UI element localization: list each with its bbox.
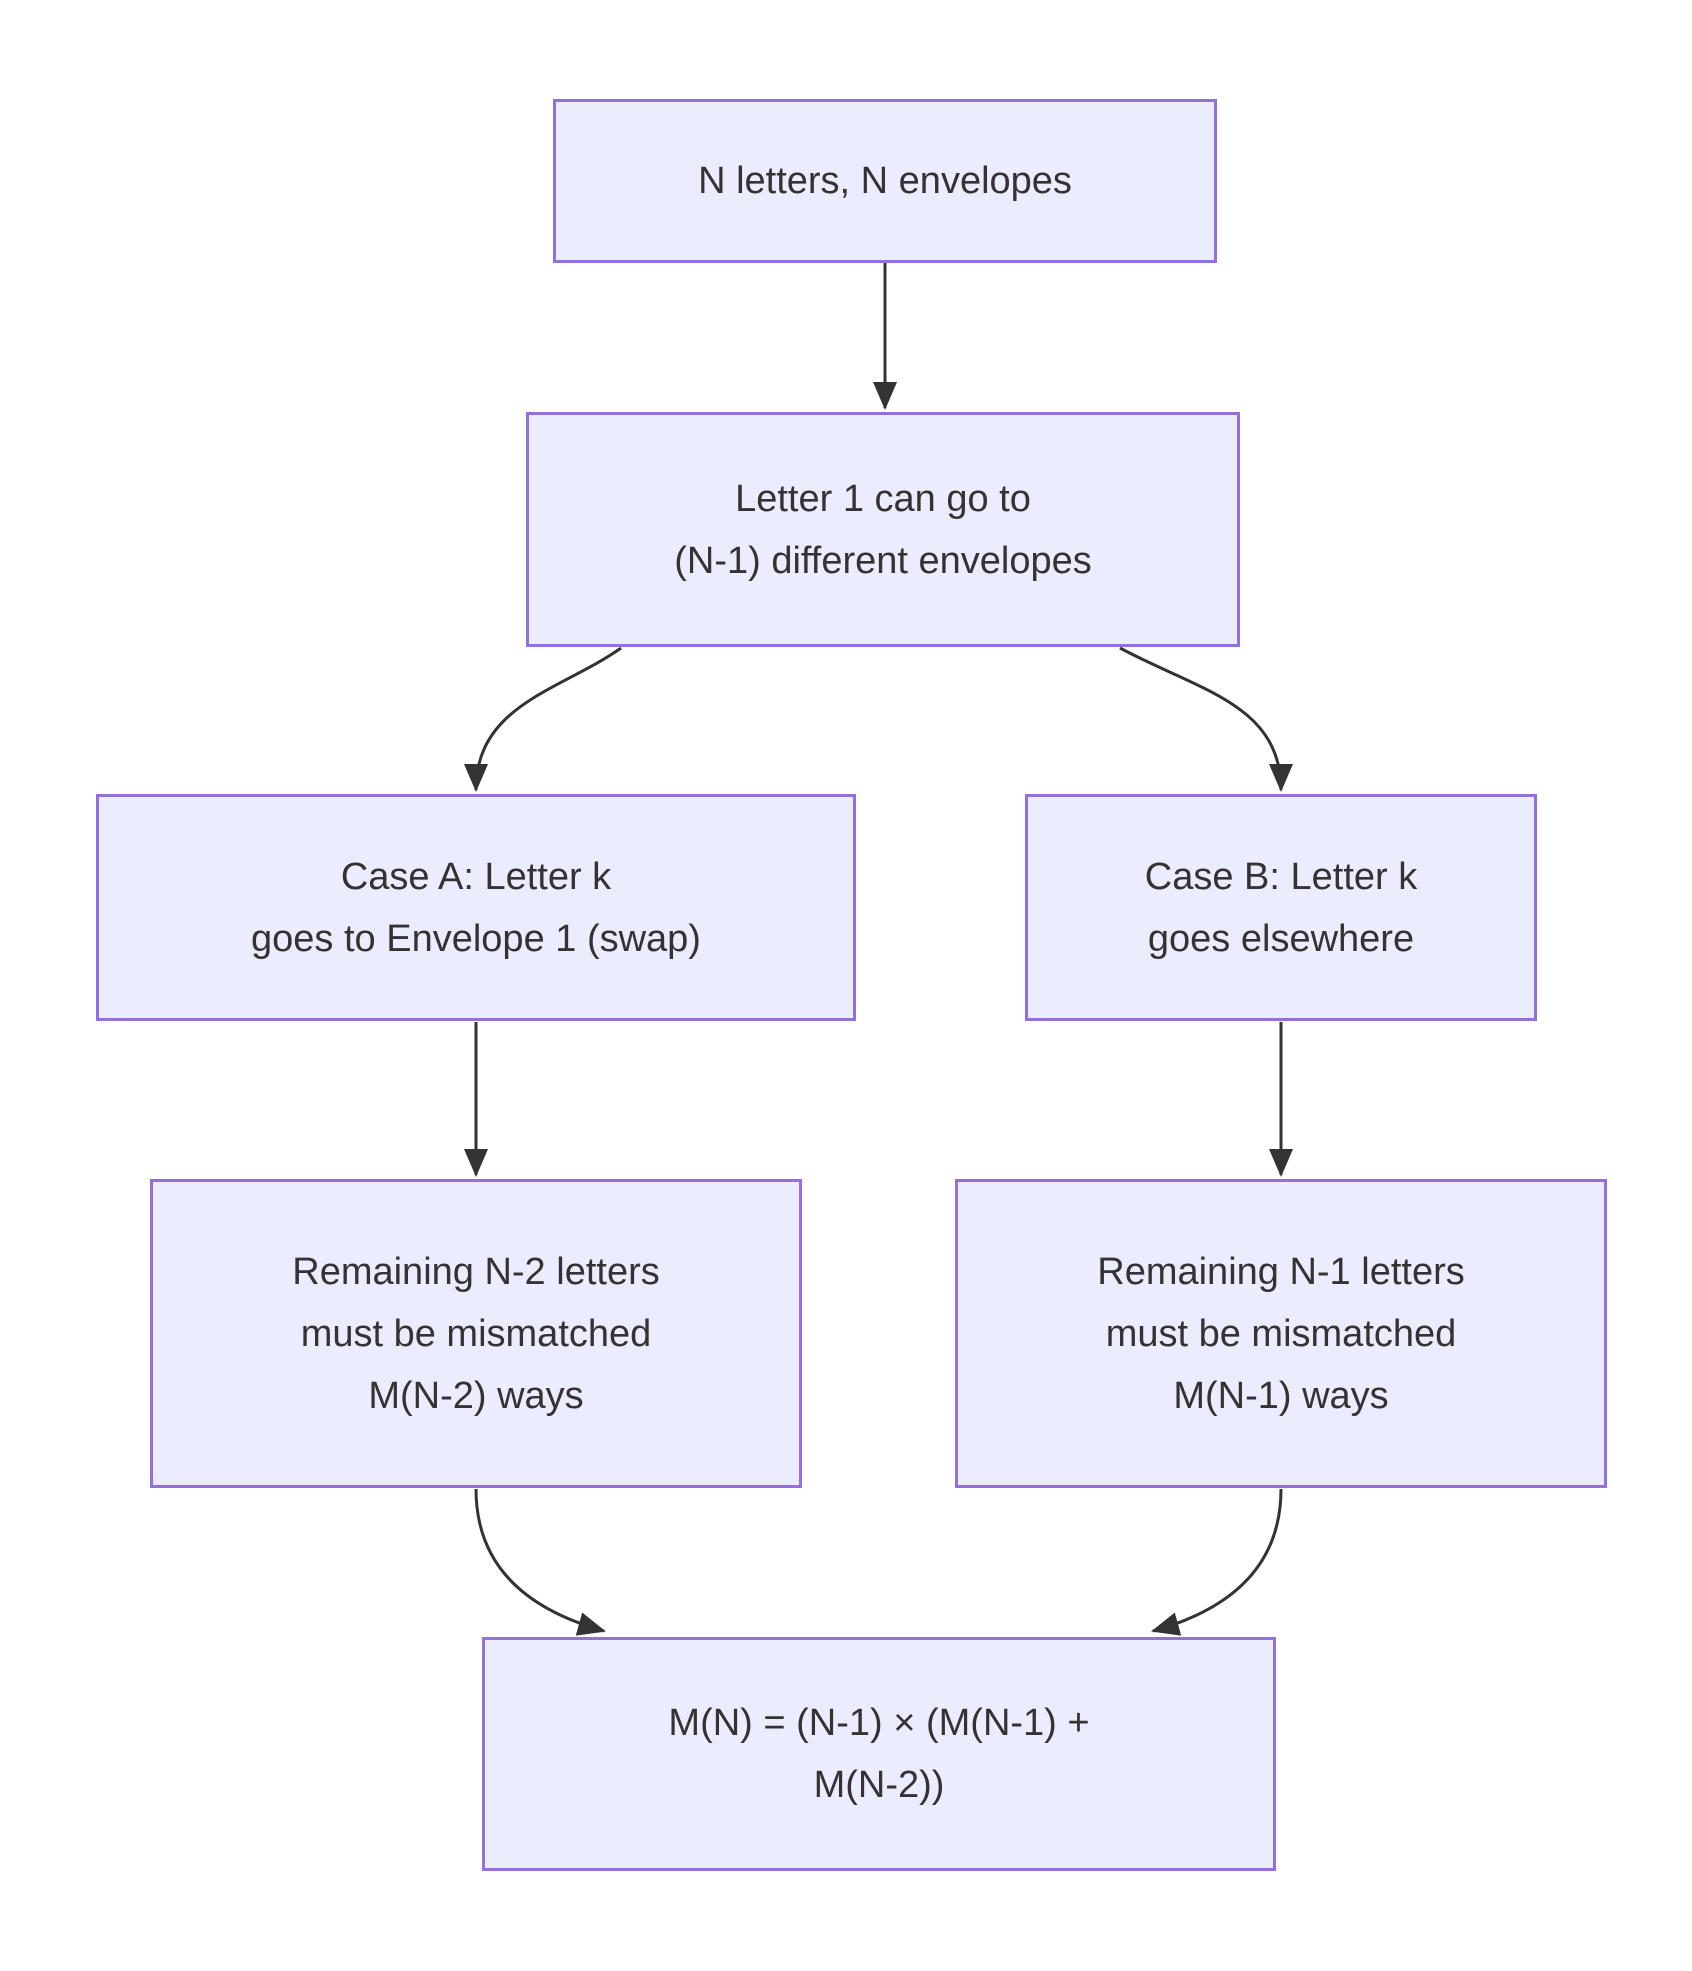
edge-letter1-to-caseB — [1119, 646, 1293, 792]
node-remA-line: must be mismatched — [300, 1312, 652, 1355]
node-remA-line: M(N-2) ways — [368, 1374, 584, 1417]
node-remB-line: Remaining N-1 letters — [1097, 1250, 1465, 1293]
node-caseB-line: Case B: Letter k — [1144, 855, 1418, 898]
node-caseB: Case B: Letter k goes elsewhere — [1025, 794, 1537, 1021]
node-start: N letters, N envelopes — [553, 99, 1217, 263]
edge-remA-to-formula — [474, 1488, 606, 1636]
node-caseA-line: goes to Envelope 1 (swap) — [251, 917, 701, 960]
node-letter1-line: Letter 1 can go to — [735, 477, 1031, 520]
edge-remB-to-formula — [1151, 1488, 1283, 1636]
node-letter1: Letter 1 can go to (N-1) different envel… — [526, 412, 1240, 647]
node-remA-line: Remaining N-2 letters — [292, 1250, 660, 1293]
node-start-line: N letters, N envelopes — [698, 160, 1072, 202]
node-remB-line: must be mismatched — [1105, 1312, 1457, 1355]
node-letter1-line: (N-1) different envelopes — [674, 539, 1092, 582]
node-remB-line: M(N-1) ways — [1173, 1374, 1389, 1417]
node-caseA: Case A: Letter k goes to Envelope 1 (swa… — [96, 794, 856, 1021]
node-formula-line: M(N) = (N-1) × (M(N-1) + — [668, 1702, 1090, 1744]
node-remA: Remaining N-2 letters must be mismatched… — [150, 1179, 802, 1488]
node-formula: M(N) = (N-1) × (M(N-1) + M(N-2)) — [482, 1637, 1276, 1871]
node-formula-line: M(N-2)) — [813, 1764, 945, 1806]
node-caseB-line: goes elsewhere — [1147, 917, 1415, 960]
edge-letter1-to-caseA — [464, 646, 622, 792]
node-caseA-line: Case A: Letter k — [340, 855, 612, 898]
node-remB: Remaining N-1 letters must be mismatched… — [955, 1179, 1607, 1488]
